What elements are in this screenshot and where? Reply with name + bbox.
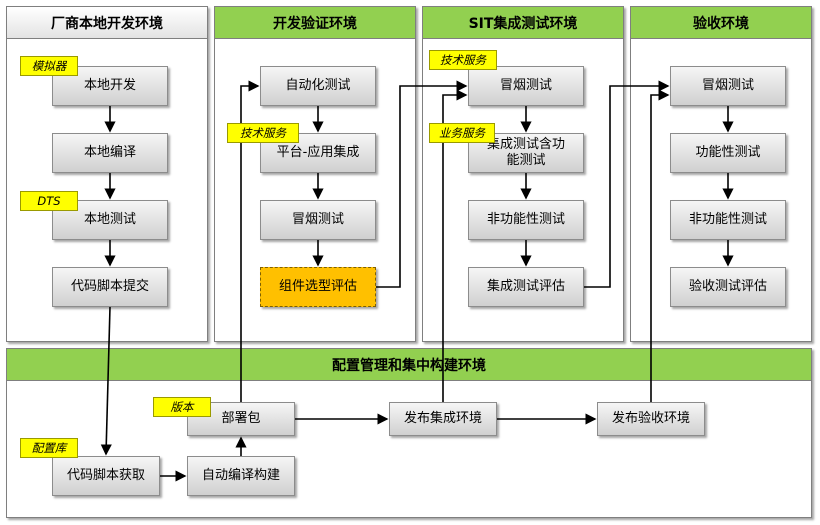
panel-config-build-title: 配置管理和集中构建环境 — [7, 349, 811, 381]
panel-acceptance-title: 验收环境 — [631, 7, 811, 39]
tag-dts: DTS — [20, 191, 78, 211]
node-component-evaluation: 组件选型评估 — [260, 267, 376, 307]
panel-local-dev-title: 厂商本地开发环境 — [7, 7, 207, 39]
node-code-submit: 代码脚本提交 — [52, 267, 168, 307]
node-sit-smoke-test: 冒烟测试 — [468, 66, 584, 106]
node-code-fetch: 代码脚本获取 — [52, 456, 160, 496]
node-auto-build: 自动编译构建 — [187, 456, 295, 496]
node-acc-nonfunctional-test: 非功能性测试 — [670, 200, 786, 240]
node-acc-functional-test: 功能性测试 — [670, 133, 786, 173]
tag-simulator: 模拟器 — [20, 56, 78, 76]
node-auto-test: 自动化测试 — [260, 66, 376, 106]
node-sit-evaluation: 集成测试评估 — [468, 267, 584, 307]
node-acc-smoke-test: 冒烟测试 — [670, 66, 786, 106]
tag-tech-service-sit: 技术服务 — [429, 50, 497, 70]
node-sit-nonfunctional-test: 非功能性测试 — [468, 200, 584, 240]
tag-business-service: 业务服务 — [429, 123, 495, 143]
panel-dev-verify-title: 开发验证环境 — [215, 7, 415, 39]
node-acc-evaluation: 验收测试评估 — [670, 267, 786, 307]
node-platform-integration: 平台-应用集成 — [260, 133, 376, 173]
node-publish-sit: 发布集成环境 — [389, 402, 497, 436]
tag-version: 版本 — [153, 397, 211, 417]
tag-tech-service-verify: 技术服务 — [227, 123, 299, 143]
tag-config-repo: 配置库 — [20, 438, 78, 458]
node-publish-acceptance: 发布验收环境 — [597, 402, 705, 436]
panel-sit-title: SIT集成测试环境 — [423, 7, 623, 39]
node-local-compile: 本地编译 — [52, 133, 168, 173]
node-verify-smoke-test: 冒烟测试 — [260, 200, 376, 240]
